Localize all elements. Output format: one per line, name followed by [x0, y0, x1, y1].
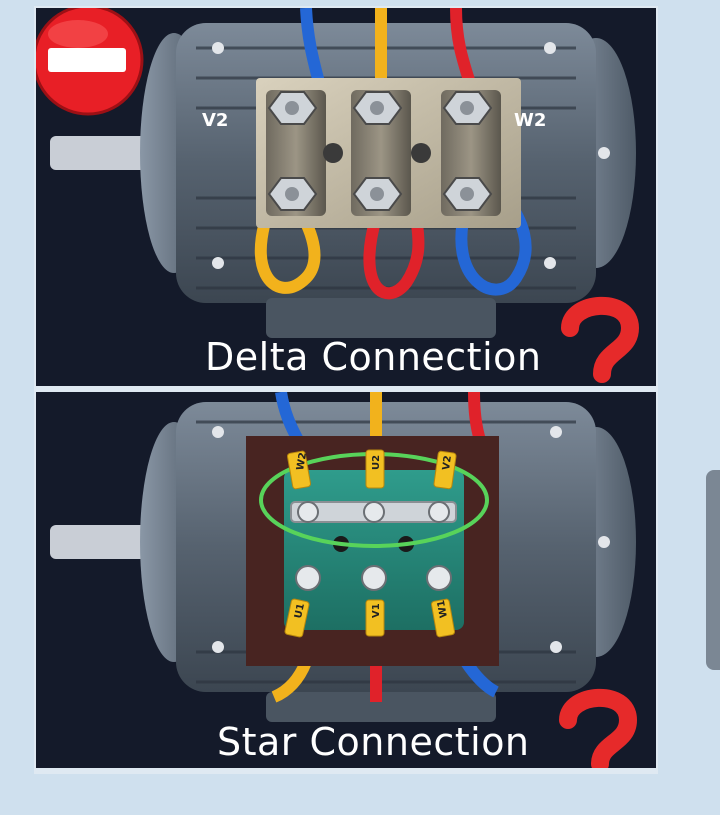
star-motor-illustration: W2 U2 V2 U1 V1 W1 [50, 392, 636, 722]
tag-w2-text: W2 [295, 452, 309, 472]
tag-u2 [365, 449, 385, 489]
star-caption: Star Connection [217, 720, 530, 764]
tag-v2 [433, 450, 457, 490]
tag-v1 [365, 599, 385, 637]
delta-motor-illustration [50, 8, 636, 338]
star-panel: W2 U2 V2 U1 V1 W1 [36, 392, 656, 768]
tag-w2 [286, 450, 312, 490]
tag-v2-text: V2 [441, 455, 454, 471]
side-handle [706, 470, 720, 670]
motor-shaft [50, 525, 150, 559]
motor-base [266, 298, 496, 338]
question-mark-icon [561, 296, 640, 383]
delta-caption: Delta Connection [205, 335, 542, 379]
tag-w1-text: W1 [436, 599, 450, 619]
motor-base [266, 692, 496, 722]
tag-v1-text: V1 [371, 603, 382, 618]
delta-terminal-label-left: V2 [202, 110, 229, 131]
delta-terminal-label-right: W2 [514, 110, 547, 131]
tag-w1 [430, 598, 456, 638]
tag-u1 [284, 598, 310, 638]
delta-panel [36, 8, 656, 386]
tag-u1-text: U1 [293, 602, 307, 619]
question-mark-icon [559, 688, 638, 768]
tag-u2-text: U2 [371, 455, 382, 470]
no-entry-icon [36, 8, 144, 116]
motor-shaft [50, 136, 150, 170]
